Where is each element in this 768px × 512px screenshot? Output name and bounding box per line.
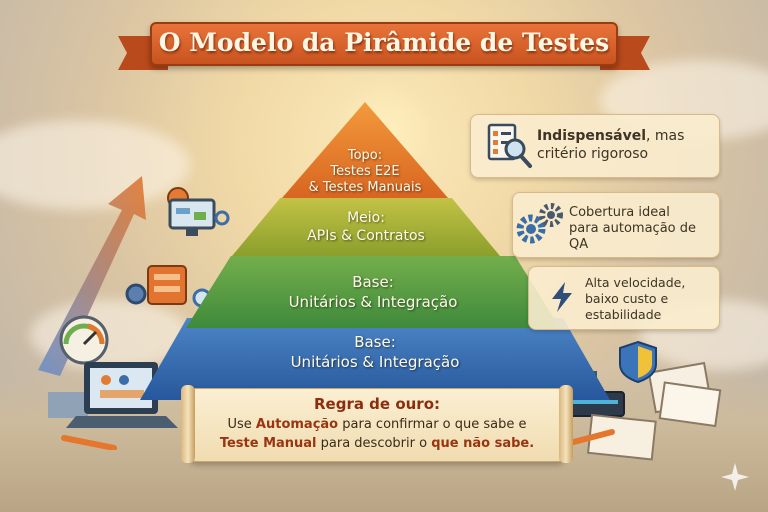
tier-middle-label: Meio: [347,210,385,226]
golden-rule-line-1-a: Use [227,417,256,432]
sparkle-icon [721,463,749,491]
info-card-base: Alta velocidade, baixo custo e estabilid… [528,266,720,330]
card-top-rest-2: critério rigoroso [537,146,649,162]
title-banner: O Modelo da Pirâmide de Testes [118,22,650,70]
golden-rule-line-1-c: para confirmar o que sabe e [338,417,527,432]
golden-rule-unknown: que não sabe. [431,436,535,451]
checklist-magnifier-icon [487,123,532,168]
laptop-icon [48,362,178,450]
golden-rule-manual: Teste Manual [219,436,317,451]
tier-top-label: Topo: [347,148,383,163]
info-card-top: Indispensável, mas critério rigoroso [470,114,720,178]
tier-base-lower-desc: Unitários & Integração [290,353,460,371]
tier-top-desc-1: Testes E2E [330,164,400,179]
shield-document-icon [619,340,722,428]
lightning-icon [552,282,572,312]
cloud [0,120,190,210]
papers-pencil-icon [563,414,657,461]
golden-rule-line-2: Teste Manual para descobrir o que não sa… [191,436,563,451]
card-top-rest-1: , mas [646,128,685,144]
database-gears-icon [125,265,212,308]
card-top-bold: Indispensável [537,128,647,144]
tier-top-desc-2: & Testes Manuais [308,180,422,195]
golden-rule-line-2-b: para descobrir o [316,436,432,451]
golden-rule-scroll: Regra de ouro: Use Automação para confir… [181,385,573,463]
golden-rule-title: Regra de ouro: [313,395,441,413]
tier-base-label: Base: [352,273,394,291]
pyramid-tier-middle: Meio: APIs & Contratos [232,198,500,256]
speedometer-icon [59,315,109,365]
golden-rule-line-1: Use Automação para confirmar o que sabe … [191,417,563,432]
tier-base-lower-label: Base: [354,333,396,351]
card-base-line-1: Alta velocidade, [585,275,686,290]
gears-icon [516,203,563,244]
tier-middle-desc: APIs & Contratos [307,228,425,244]
card-middle-line-2: para automação de [569,221,696,236]
info-card-middle: Cobertura ideal para automação de QA [512,192,720,258]
pyramid-tier-base: Base: Unitários & Integração [186,256,560,328]
pyramid-tier-base-lower: Base: Unitários & Integração [140,318,610,400]
card-base-line-3: estabilidade [585,307,662,322]
golden-rule-automation: Automação [255,417,339,432]
tier-base-desc: Unitários & Integração [288,293,458,311]
monitor-icon [167,187,230,236]
card-base-line-2: baixo custo e [585,291,669,306]
banner-body [150,22,618,66]
page-title: O Modelo da Pirâmide de Testes [158,28,610,57]
card-middle-line-3: QA [569,237,589,252]
card-middle-line-1: Cobertura ideal [569,205,670,220]
